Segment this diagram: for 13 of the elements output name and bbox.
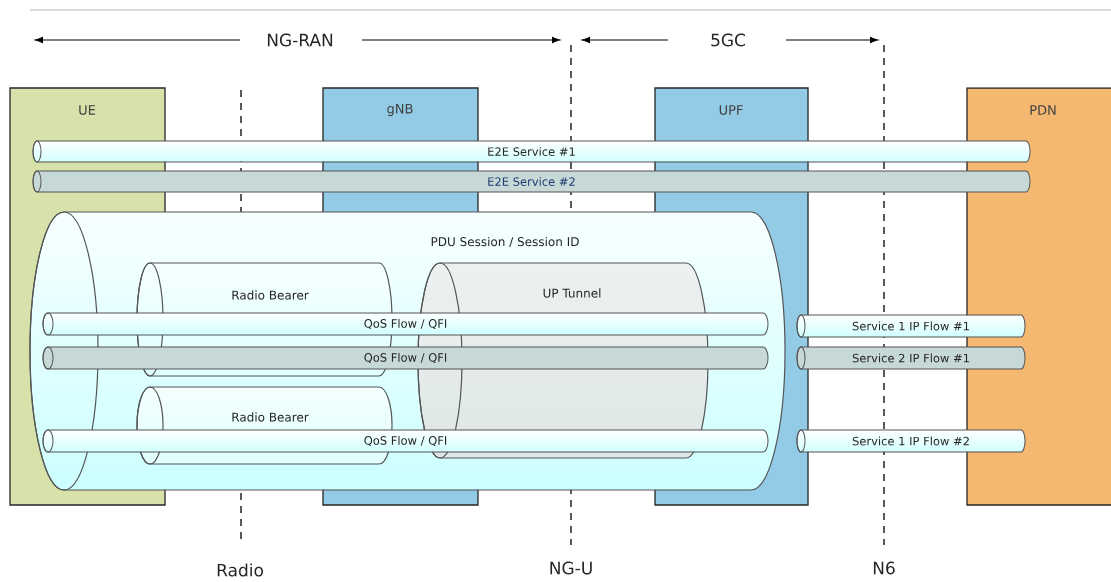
service-pipe: E2E Service #2 [32,170,1031,193]
flow-pipe: Service 1 IP Flow #1 [796,314,1026,338]
interface-label: Radio [217,563,263,577]
service-pipe: E2E Service #1 [32,140,1031,163]
flow-pipe: QoS Flow / QFI [42,312,769,336]
interface-label: N6 [873,561,895,575]
interface-label: NG-U [550,561,592,575]
flow-pipe: Service 1 IP Flow #2 [796,429,1026,453]
region-label: NG-RAN [263,30,337,50]
flow-pipe: Service 2 IP Flow #1 [796,346,1026,370]
flow-pipe: QoS Flow / QFI [42,429,769,453]
region-label: 5GC [707,30,749,50]
flow-pipe: QoS Flow / QFI [42,346,769,370]
